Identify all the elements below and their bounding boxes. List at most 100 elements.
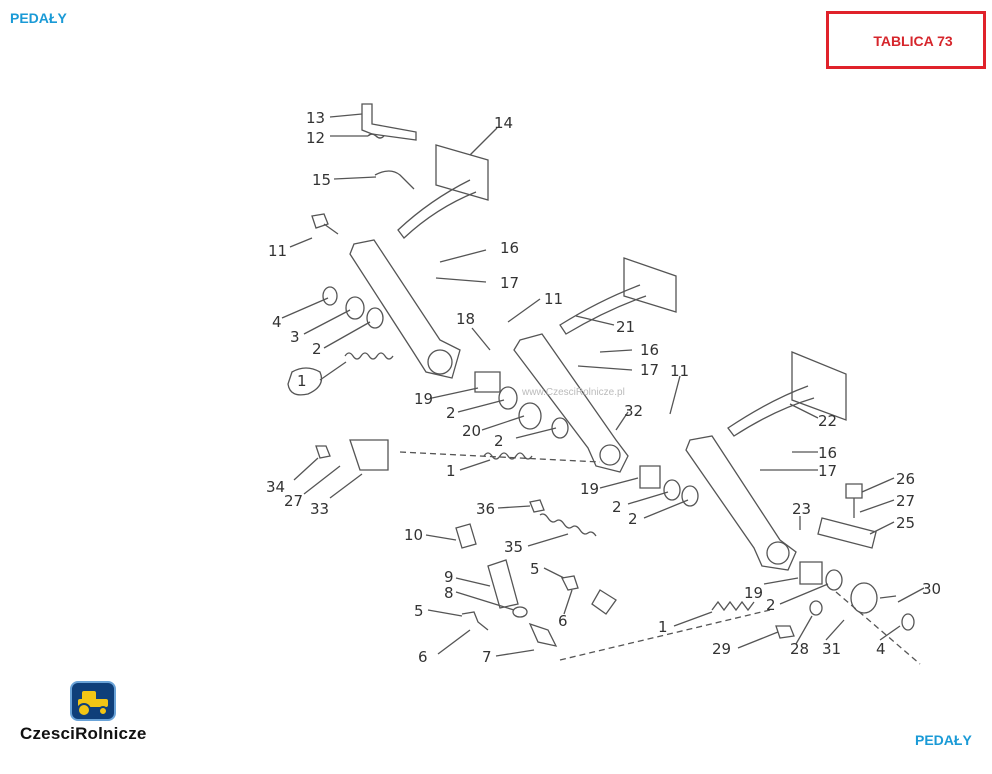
page-title-left: PEDAŁY [10,10,67,26]
sleeve-9-part [487,559,519,609]
callout-27b: 27 [896,492,915,510]
bolt-29-part [775,625,795,639]
lever-arm-right [685,435,797,571]
callout-34: 34 [266,478,285,496]
callout-29: 29 [712,640,731,658]
callout-14: 14 [494,114,513,132]
washer-8-part [512,606,528,618]
collar-31 [850,582,878,614]
tractor-icon-glyph [77,691,108,717]
callout-10: 10 [404,526,423,544]
tractor-icon [70,681,116,721]
pedal-plate-14 [435,144,489,201]
bracket-13-part [361,103,417,141]
lever-hub-middle [599,444,621,466]
callout-11c: 11 [670,362,689,380]
pedal-plate-22 [791,351,847,421]
brand-logo: CzesciRolnicze [20,678,190,748]
plate-number-box: TABLICA 73 [826,11,986,69]
ring-4-lower [901,613,915,631]
callout-16c: 16 [818,444,837,462]
callout-19a: 19 [414,390,433,408]
callout-11a: 11 [268,242,287,260]
washer-2-mid2 [551,417,569,439]
clip-36-part [529,499,545,513]
wire-15-part [374,170,415,190]
callout-35: 35 [504,538,523,556]
pedal-rod-22 [727,385,815,437]
ring-4-part [322,286,338,306]
callout-32: 32 [624,402,643,420]
bolt-11-part [311,213,339,235]
callout-4a: 4 [272,313,282,331]
callout-21: 21 [616,318,635,336]
callout-17c: 17 [818,462,837,480]
bush-19-middle [639,465,661,489]
lever-arm-left [349,239,461,379]
callout-8: 8 [444,584,454,602]
callout-6a: 6 [418,648,428,666]
clevis-7-part [528,622,558,647]
callout-9: 9 [444,568,454,586]
plate-25-part [817,517,877,549]
callout-27a: 27 [284,492,303,510]
callout-2f: 2 [766,596,776,614]
callout-11b: 11 [544,290,563,308]
pin-5-part [461,611,489,631]
pedal-plate-21 [623,257,677,313]
callout-20: 20 [462,422,481,440]
callout-4b: 4 [876,640,886,658]
pin-30-part [879,595,897,599]
fork-part [591,589,617,615]
callout-30: 30 [922,580,941,598]
page-title-right: PEDAŁY [915,732,972,748]
callout-25: 25 [896,514,915,532]
spring-right [711,600,755,612]
nut-28-part [809,600,823,616]
brand-name: CzesciRolnicze [20,724,147,743]
callout-26: 26 [896,470,915,488]
clevis-10-part [455,523,477,549]
watermark-text: www.CzesciRolnicze.pl [522,387,625,398]
callout-3: 3 [290,328,300,346]
washer-2-part [366,307,384,329]
callout-2d: 2 [612,498,622,516]
bolt-26-part [845,483,863,518]
bush-18 [474,371,501,393]
callout-22: 22 [818,412,837,430]
callout-16b: 16 [640,341,659,359]
callout-17a: 17 [500,274,519,292]
callout-19c: 19 [744,584,763,602]
spring-12-part [367,133,385,139]
callout-31: 31 [822,640,841,658]
pin-5b-part [561,575,579,591]
washer-2-right2 [681,485,699,507]
callout-5b: 5 [414,602,424,620]
callout-12: 12 [306,129,325,147]
washer-2-lower [825,569,843,591]
pad-1-part [287,367,323,396]
callout-2c: 2 [494,432,504,450]
spring-35 [539,513,597,537]
callout-13: 13 [306,109,325,127]
callout-36: 36 [476,500,495,518]
callout-16a: 16 [500,239,519,257]
lever-arm-middle [513,333,629,473]
washer-20 [518,402,542,430]
callout-23: 23 [792,500,811,518]
callout-17b: 17 [640,361,659,379]
callout-28: 28 [790,640,809,658]
washer-2-mid [498,386,518,410]
callout-2e: 2 [628,510,638,528]
spring-left [344,352,394,360]
callout-19b: 19 [580,480,599,498]
callout-2b: 2 [446,404,456,422]
bolt-34-part [315,445,331,459]
plate-number: TABLICA 73 [873,33,953,49]
lever-hub-left [427,349,453,375]
washer-3-part [345,296,365,320]
callout-7: 7 [482,648,492,666]
callout-6b: 6 [558,612,568,630]
lever-hub-right [766,541,790,565]
